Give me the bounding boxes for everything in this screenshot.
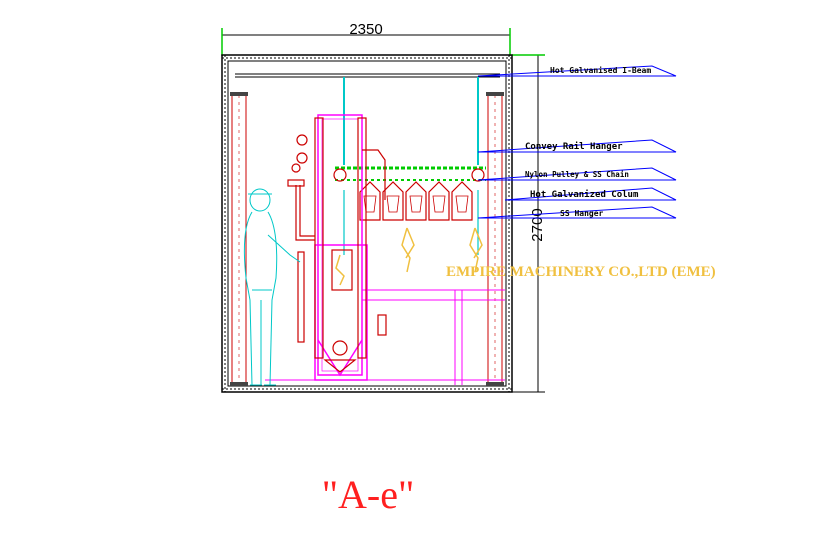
scalder-frame [265, 114, 505, 385]
company-watermark: EMPIRE MACHINERY CO.,LTD (EME) [446, 264, 716, 280]
piping [287, 117, 387, 373]
width-dimension-label: 2350 [349, 21, 382, 38]
conveyor-rail [333, 166, 486, 182]
i-beam [235, 73, 500, 78]
shackle-1 [401, 227, 415, 273]
rail-hangers [343, 77, 479, 255]
shackles [335, 227, 483, 286]
pulley-left [333, 168, 347, 182]
callout-ss-hanger: SS Hanger [560, 209, 604, 218]
hanger-4 [428, 181, 450, 221]
hanger-5 [451, 181, 473, 221]
operator-figure [243, 188, 301, 386]
pump [332, 340, 348, 356]
height-dimension-label: 2700 [529, 208, 546, 241]
valve-3 [291, 163, 301, 173]
hanger-3 [405, 181, 427, 221]
callout-ibeam: Hot Galvanised I-Beam [550, 65, 651, 75]
callout-column: Hot Galvanized Colum [530, 189, 639, 200]
right-column [486, 92, 504, 386]
shackle-3 [335, 254, 345, 286]
shackle-2 [469, 227, 483, 273]
pulley-right [471, 168, 485, 182]
callout-leaders [477, 65, 677, 219]
left-column [230, 92, 248, 386]
valve-2 [296, 152, 308, 164]
hanger-2 [382, 181, 404, 221]
callout-labels: Hot Galvanised I-Beam Convey Rail Hanger… [525, 65, 651, 218]
height-dimension: 2700 [512, 54, 546, 393]
valve-1 [296, 134, 308, 146]
drawing-caption: "A-e" [322, 472, 415, 517]
ss-hangers [359, 181, 473, 221]
room-enclosure [221, 54, 513, 393]
callout-pulley: Nylon Pulley & SS Chain [525, 170, 629, 179]
hanger-1 [359, 181, 381, 221]
callout-rail-hanger: Convey Rail Hanger [525, 141, 623, 152]
width-dimension: 2350 [221, 21, 511, 56]
